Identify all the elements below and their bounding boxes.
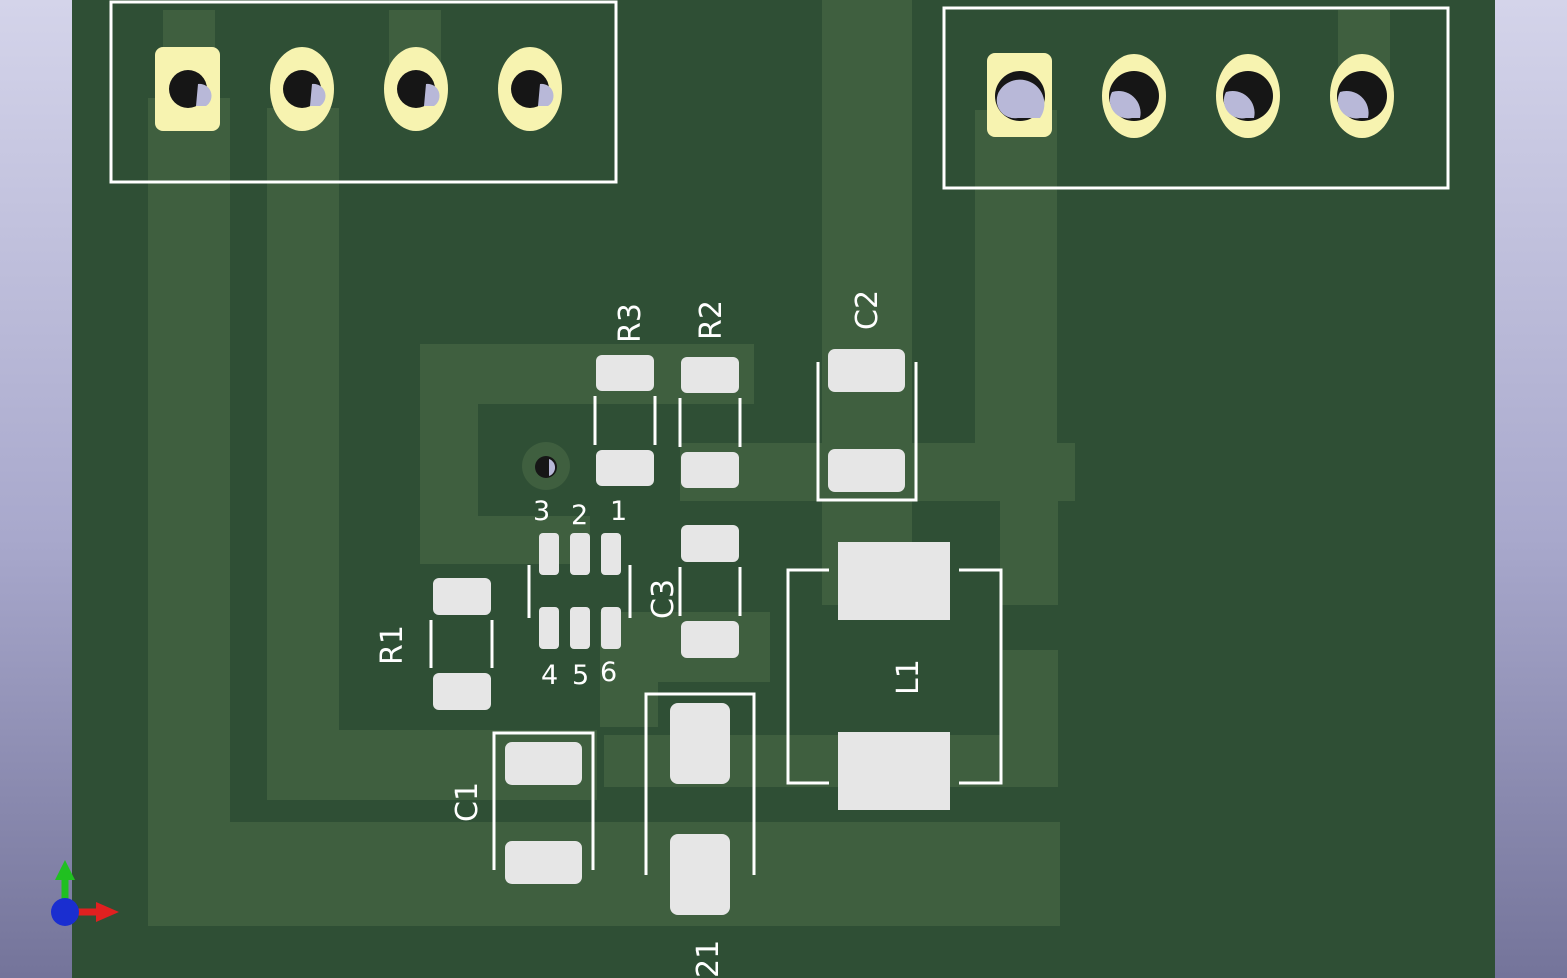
smd-pad <box>505 742 582 785</box>
ref-label-l1: L1 <box>891 659 926 695</box>
drill-hole-shine <box>1337 90 1369 119</box>
smd-pad <box>838 732 950 810</box>
smd-pad <box>838 542 950 620</box>
smd-pad <box>670 703 730 784</box>
resistor-r3: R3 <box>593 303 657 486</box>
smd-pad <box>601 533 621 575</box>
smd-pad <box>570 533 590 575</box>
smd-pad <box>596 450 654 486</box>
smd-pad <box>828 449 905 492</box>
smd-pad <box>670 834 730 915</box>
trace <box>420 516 590 564</box>
smd-pad <box>433 673 491 710</box>
drill-hole-shine <box>1109 90 1141 119</box>
trace <box>975 110 1057 445</box>
drill-hole-shine <box>538 83 554 106</box>
trace <box>1000 443 1058 605</box>
smd-pad <box>539 533 559 575</box>
smd-pad <box>828 349 905 392</box>
ref-label-r1: R1 <box>375 625 410 665</box>
smd-pad <box>681 525 739 562</box>
capacitor-c2: C2 <box>816 290 918 502</box>
pin-label: 5 <box>572 660 589 691</box>
ic-u1: 3 2 1 4 5 6 <box>527 496 632 691</box>
smd-pad <box>539 607 559 649</box>
trace <box>148 98 230 926</box>
smd-pad <box>681 357 739 393</box>
pin-label: 4 <box>541 660 558 691</box>
via <box>535 456 557 478</box>
smd-pad <box>505 841 582 884</box>
trace <box>600 682 658 727</box>
inductor-l1: L1 <box>786 542 1003 810</box>
smd-pad <box>601 607 621 649</box>
smd-pad <box>596 355 654 391</box>
connector-right <box>942 6 1450 190</box>
drill-hole-shine <box>1223 90 1255 119</box>
ref-label-d1: 21 <box>691 940 726 978</box>
drill-hole-shine <box>310 83 326 106</box>
smd-pad <box>681 621 739 658</box>
connector-left <box>109 0 618 184</box>
pin-label: 3 <box>533 496 550 527</box>
trace <box>822 0 912 605</box>
capacitor-c1: C1 <box>450 731 595 884</box>
diode-d1: 21 <box>644 692 756 978</box>
ref-label-c1: C1 <box>450 782 485 822</box>
trace <box>148 822 1060 926</box>
drill-hole-shine <box>424 83 440 106</box>
pin-label: 1 <box>610 496 627 527</box>
connector-outline <box>109 0 618 184</box>
smd-pad <box>681 452 739 488</box>
resistor-r1: R1 <box>375 578 494 710</box>
ref-label-c3: C3 <box>646 579 681 619</box>
ref-label-r2: R2 <box>694 300 729 340</box>
drill-hole-shine <box>196 83 212 106</box>
connector-outline <box>942 6 1450 190</box>
resistor-r2: R2 <box>678 300 742 488</box>
trace <box>267 108 339 800</box>
smd-pad <box>433 578 491 615</box>
smd-pad <box>570 607 590 649</box>
drill-hole-shine <box>996 79 1045 119</box>
ref-label-r3: R3 <box>613 303 648 343</box>
capacitor-c3: C3 <box>646 525 742 658</box>
pin-label: 2 <box>571 500 588 531</box>
ref-label-c2: C2 <box>850 290 885 330</box>
axes-orientation-icon <box>51 860 119 926</box>
pin-label: 6 <box>600 657 617 688</box>
